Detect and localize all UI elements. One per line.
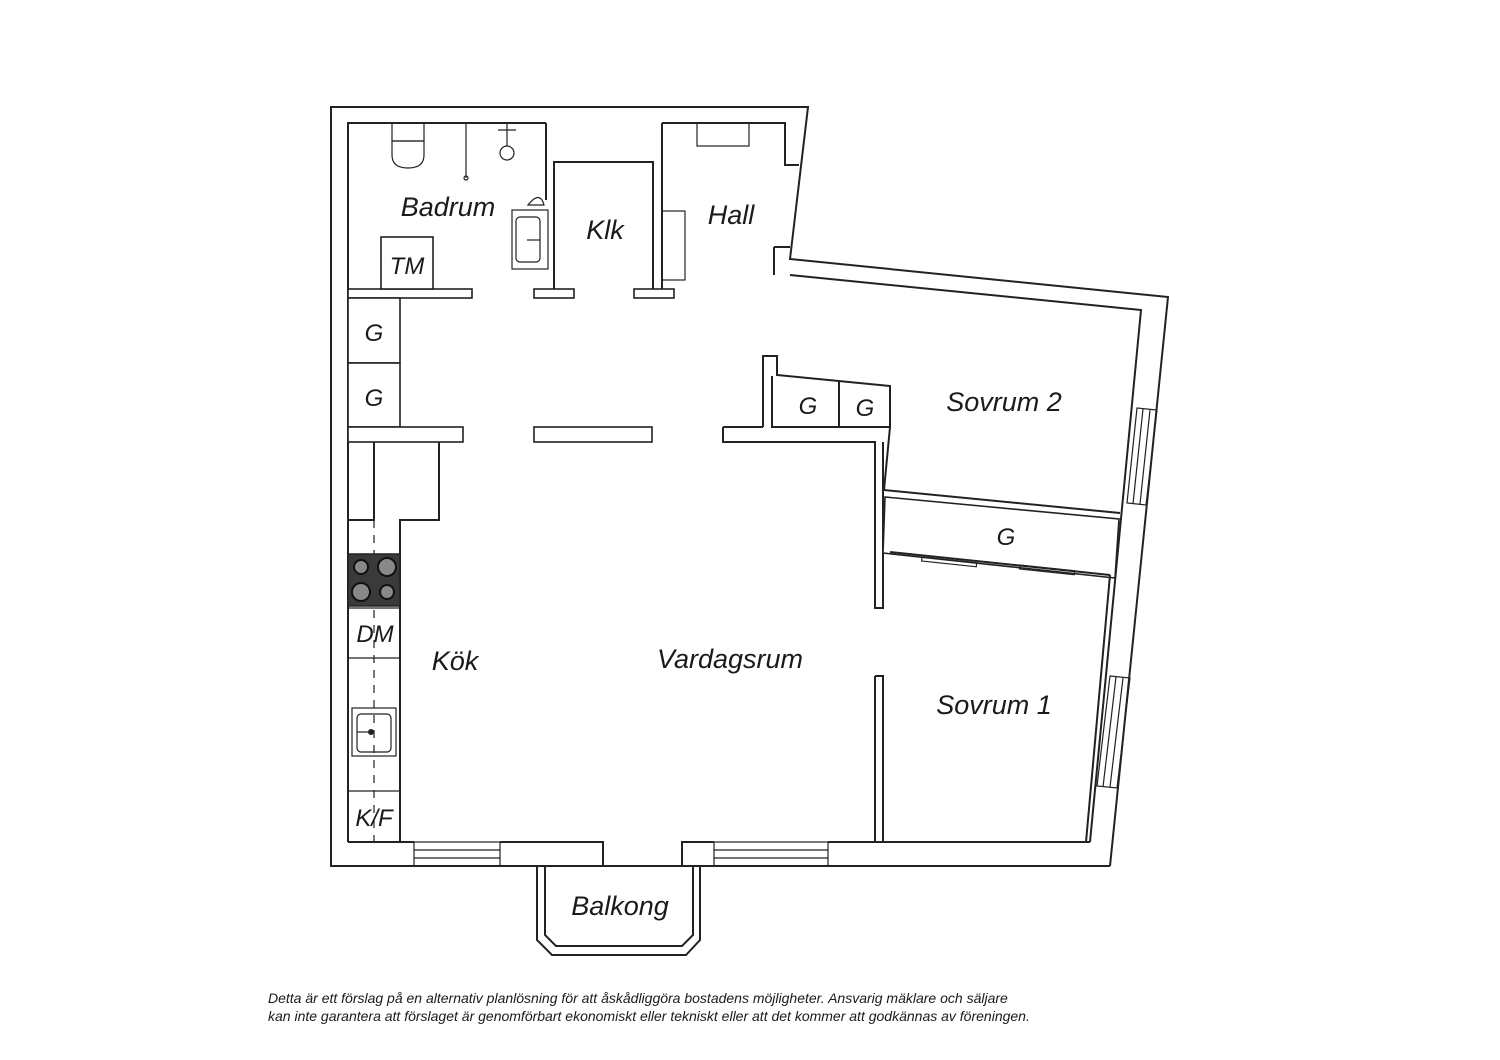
- fridge-freezer-label: K/F: [355, 805, 394, 832]
- disclaimer-line: kan inte garantera att förslaget är geno…: [268, 1008, 1030, 1024]
- room-label-kok: Kök: [432, 646, 480, 676]
- tm-fixture: TM: [380, 236, 434, 290]
- room-label-sovrum-2: Sovrum 2: [946, 387, 1062, 417]
- wardrobe-label: G: [799, 393, 818, 420]
- disclaimer-line: Detta är ett förslag på en alternativ pl…: [268, 990, 1008, 1006]
- tm-label: TM: [390, 253, 425, 280]
- dishwasher-label: DM: [356, 621, 393, 648]
- shower-icon: [463, 123, 516, 181]
- hall-cabinet: [661, 210, 686, 281]
- windows: [413, 407, 1158, 867]
- wardrobe-label: G: [365, 320, 384, 347]
- room-label-vardagsrum: Vardagsrum: [657, 644, 803, 674]
- wardrobe-label: G: [856, 395, 875, 422]
- wardrobe-label: G: [997, 524, 1016, 551]
- toilet-icon: [391, 122, 425, 169]
- kitchen-counter: [348, 520, 400, 842]
- room-label-badrum: Badrum: [401, 192, 496, 222]
- kitchen-sink-icon: [351, 707, 397, 757]
- interior-walls: [347, 123, 1121, 843]
- room-label-klk: Klk: [586, 215, 625, 245]
- sink-icon: [511, 196, 549, 270]
- hall-shelf: [696, 122, 750, 147]
- wardrobe-label: G: [365, 385, 384, 412]
- room-label-hall: Hall: [708, 200, 756, 230]
- room-label-sovrum-1: Sovrum 1: [936, 690, 1052, 720]
- balcony: [536, 866, 701, 956]
- disclaimer: Detta är ett förslag på en alternativ pl…: [268, 989, 1228, 1025]
- room-label-balkong: Balkong: [571, 891, 669, 921]
- stove-icon: [347, 553, 401, 607]
